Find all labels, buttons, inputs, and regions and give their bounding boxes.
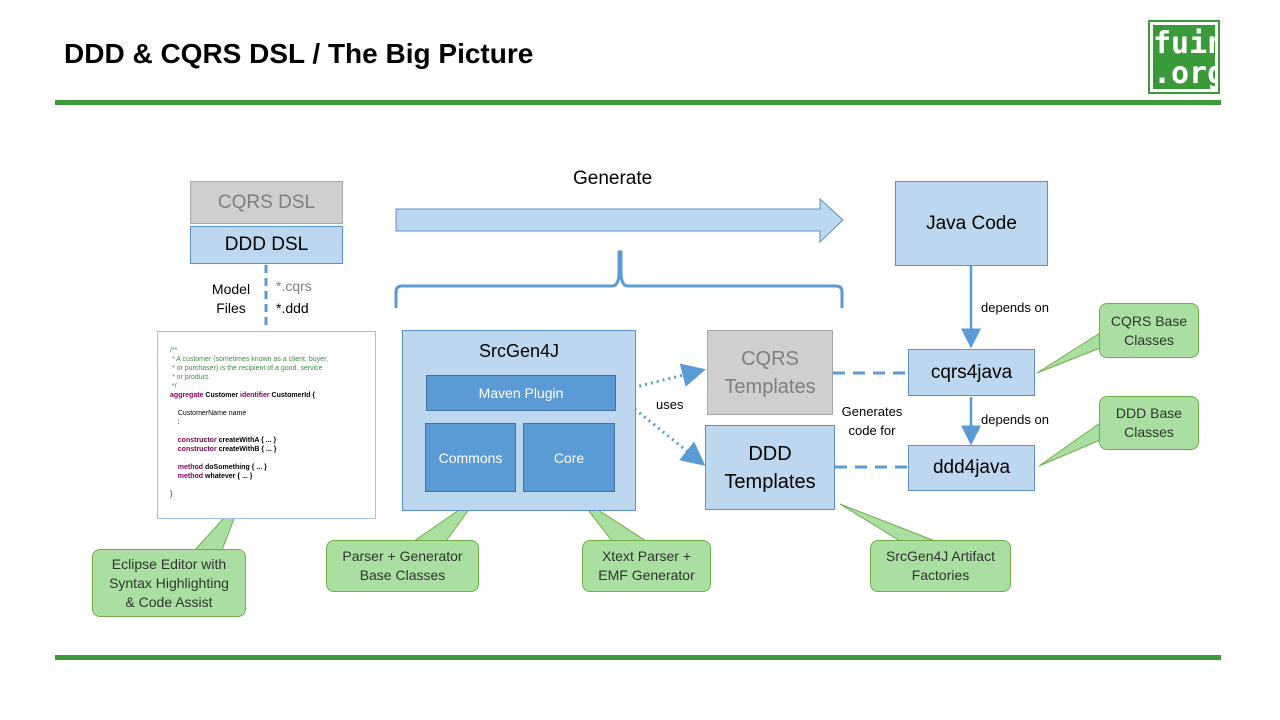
logo-line-2: .org: [1153, 56, 1226, 91]
code-comment: */: [170, 383, 177, 390]
generate-arrow: [395, 197, 844, 244]
core-box: Core: [523, 423, 615, 492]
code-comment: * or purchaser) is the recipient of a go…: [170, 365, 323, 372]
ddd-extension: *.ddd: [276, 300, 309, 316]
note-line: EMF Generator: [598, 567, 695, 583]
code-sample: /** * A customer (sometimes known as a c…: [157, 331, 376, 519]
note-line: Syntax Highlighting: [109, 574, 229, 591]
note-line: DDD Base: [1115, 405, 1183, 421]
code-keyword: constructor: [177, 446, 217, 453]
bottom-divider: [55, 655, 1221, 660]
cqrs-base-callout-tail: [1036, 332, 1101, 374]
code-text: CustomerName name: [170, 410, 247, 417]
code-keyword: method: [177, 473, 204, 480]
code-text: doSomething { ... }: [203, 464, 267, 471]
generate-label: Generate: [573, 168, 653, 189]
code-text: CustomerId {: [269, 392, 316, 399]
generates-line1: Generates: [841, 404, 903, 419]
code-keyword: method: [177, 464, 204, 471]
xtext-parser-note: Xtext Parser + EMF Generator: [582, 540, 711, 592]
cqrs-dsl-box: CQRS DSL: [190, 181, 343, 224]
code-comment: /**: [170, 347, 178, 354]
model-files-label: Model Files: [198, 280, 264, 318]
code-keyword: aggregate: [170, 392, 204, 399]
uses-label: uses: [656, 397, 684, 412]
cqrs-templates-box: CQRS Templates: [707, 330, 833, 415]
fuin-logo: fuin .org: [1148, 20, 1226, 94]
logo-line-1: fuin: [1153, 26, 1226, 61]
note-line: Parser + Generator: [342, 548, 463, 564]
note-line: Xtext Parser +: [601, 548, 692, 564]
ddd-templates-box: DDD Templates: [705, 425, 835, 510]
code-keyword: constructor: [177, 437, 217, 444]
ddd-dsl-box: DDD DSL: [190, 226, 343, 264]
page-title: DDD & CQRS DSL / The Big Picture: [64, 38, 534, 69]
code-text: whatever { ... }: [203, 473, 253, 480]
commons-box: Commons: [425, 423, 516, 492]
note-line: & Code Assist: [125, 593, 213, 610]
code-text: Customer: [203, 392, 241, 399]
ddd-base-callout-tail: [1038, 422, 1101, 467]
note-line: CQRS Base: [1110, 312, 1188, 329]
note-line: Classes: [1124, 331, 1174, 348]
cqrs-extension: *.cqrs: [276, 278, 312, 294]
java-code-box: Java Code: [895, 181, 1048, 266]
srcgen4j-title: SrcGen4J: [478, 341, 560, 361]
ddd-templates-line2: Templates: [724, 470, 816, 493]
code-keyword: identifier: [240, 392, 270, 399]
code-comment: * A customer (sometimes known as a clien…: [170, 356, 328, 363]
cqrs4java-box: cqrs4java: [908, 349, 1035, 396]
code-comment: * or product.: [170, 374, 211, 381]
generates-code-label: Generates code for: [832, 402, 912, 440]
note-line: Classes: [1124, 424, 1174, 440]
note-line: Base Classes: [359, 567, 446, 583]
code-text: createWithA { ... }: [216, 437, 277, 444]
note-line: SrcGen4J Artifact: [886, 548, 995, 564]
factories-callout-tail: [839, 503, 936, 542]
generates-line2: code for: [848, 423, 896, 438]
code-text: }: [170, 491, 173, 498]
brace: [394, 250, 844, 308]
cqrs-templates-line1: CQRS: [741, 347, 799, 370]
note-line: Factories: [911, 567, 970, 583]
code-text: createWithB { ... }: [216, 446, 277, 453]
depends-on-label-1: depends on: [981, 300, 1049, 315]
ddd4java-box: ddd4java: [908, 445, 1035, 491]
model-label: Model: [211, 281, 251, 297]
files-label: Files: [216, 300, 246, 316]
maven-plugin-box: Maven Plugin: [426, 375, 616, 411]
cqrs-templates-line2: Templates: [724, 375, 816, 398]
depends-on-label-2: depends on: [981, 412, 1049, 427]
ddd-templates-line1: DDD: [748, 442, 792, 465]
note-line: Eclipse Editor with: [111, 555, 227, 572]
top-divider: [55, 100, 1221, 105]
code-text: :: [170, 419, 180, 426]
